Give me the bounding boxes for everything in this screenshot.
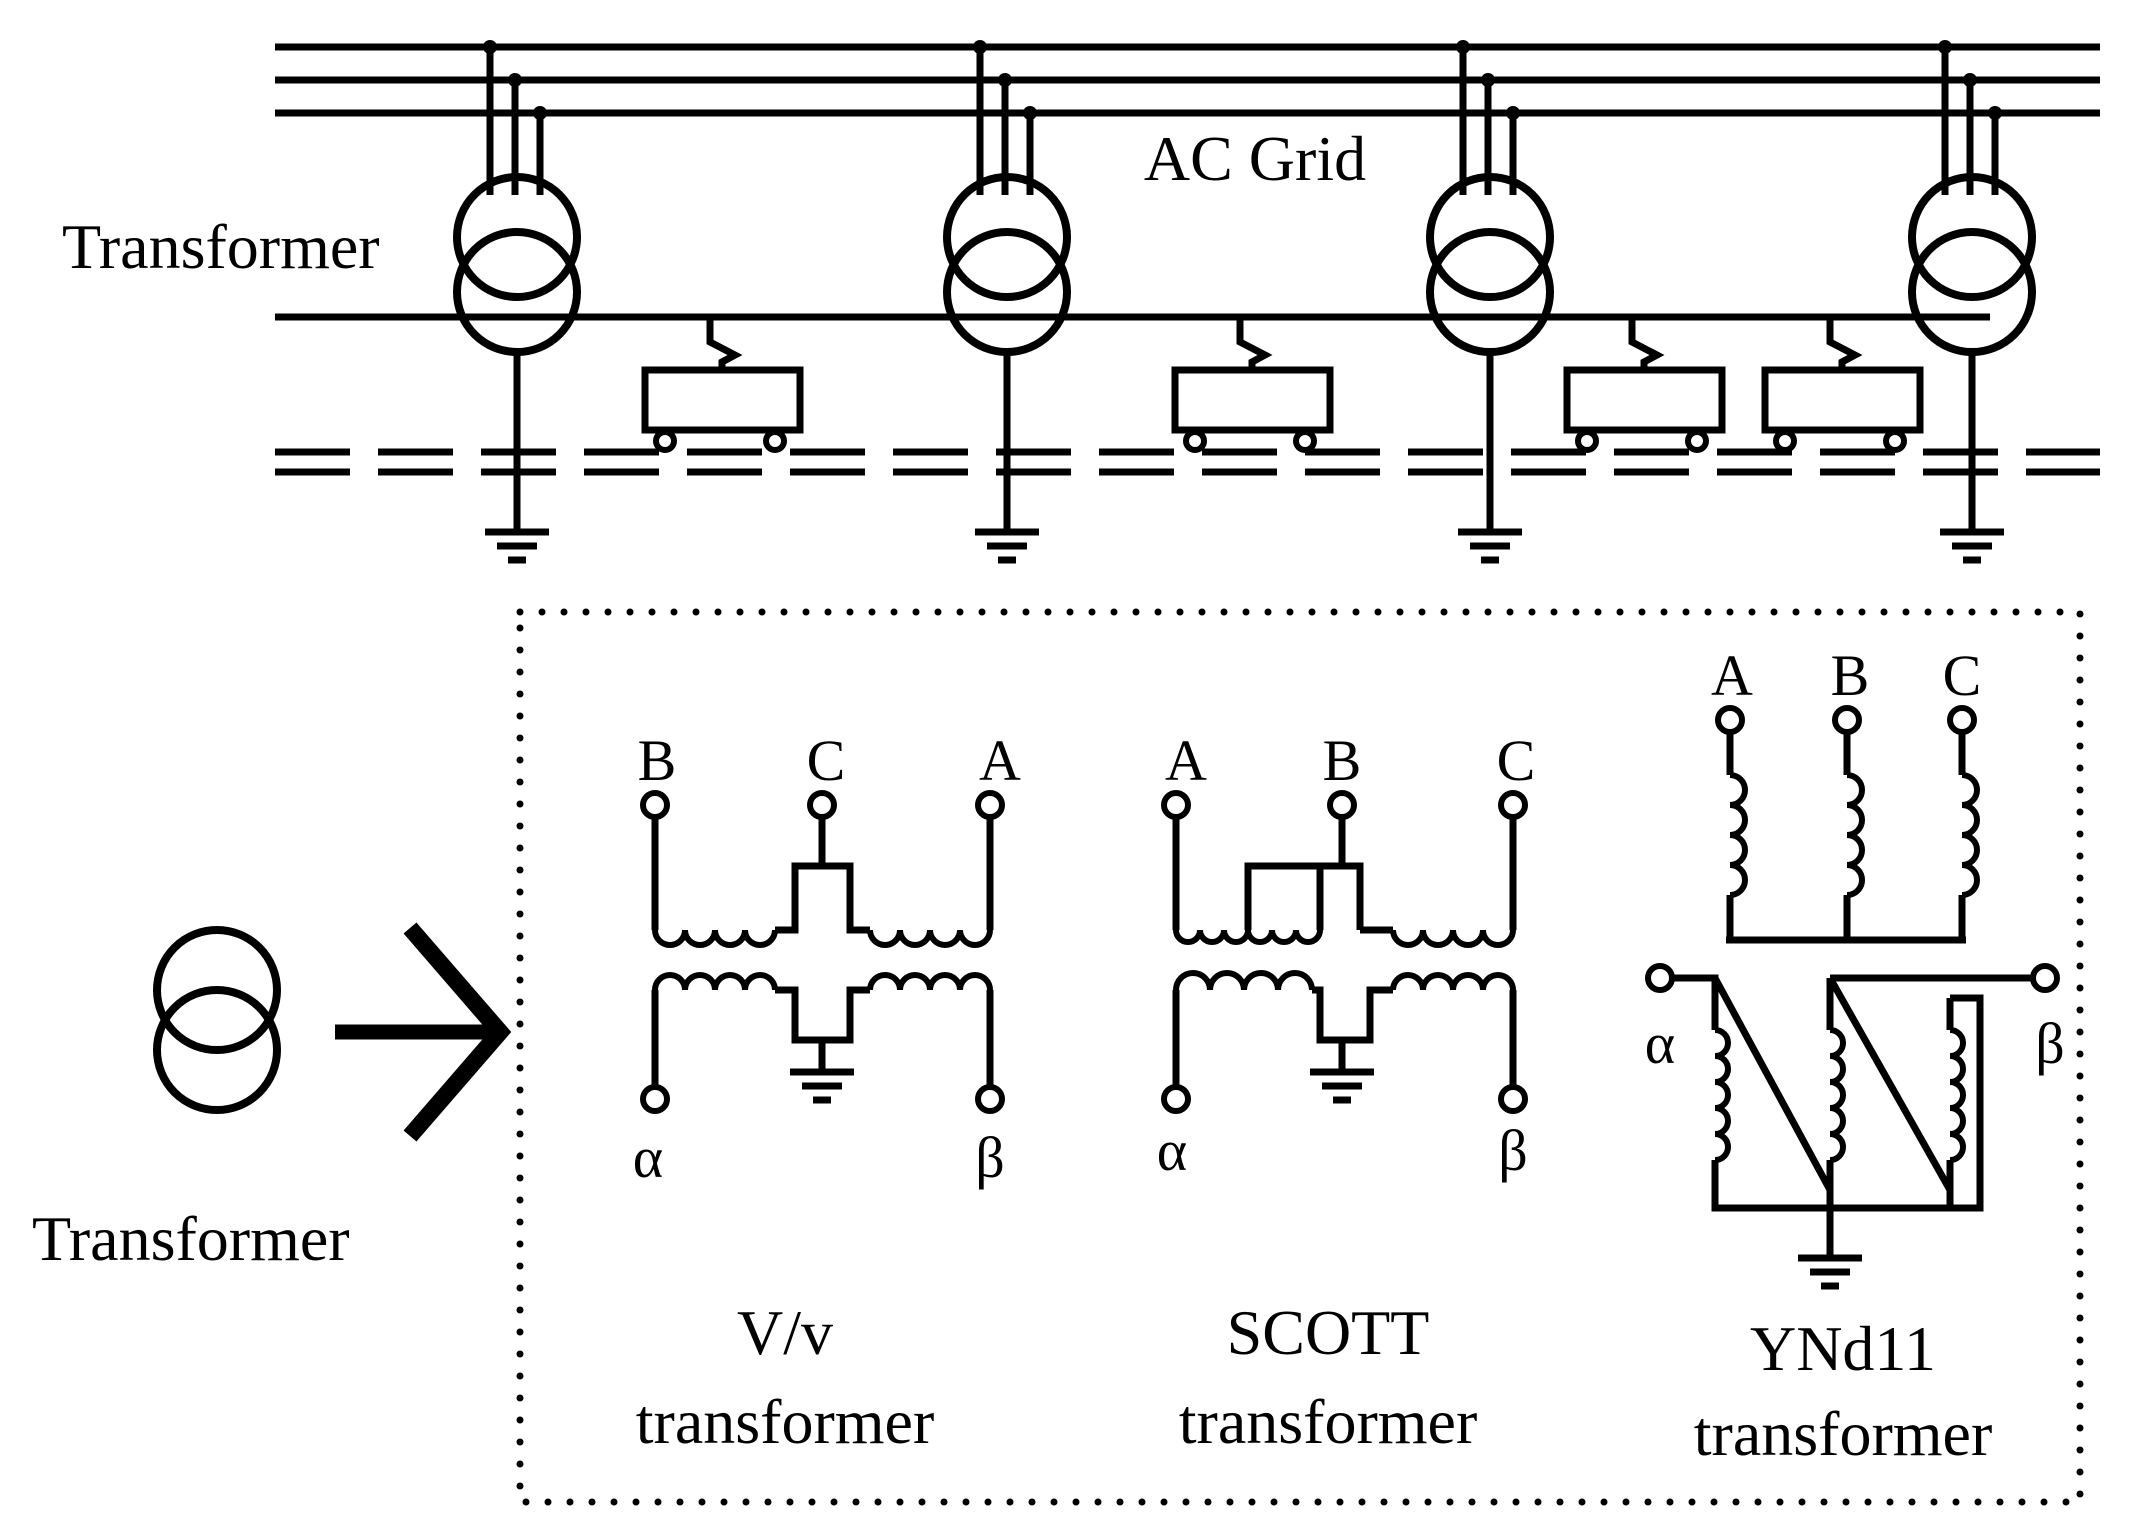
vv-terminal-c [807,790,837,820]
vv-label-a: A [979,728,1021,793]
scott-label-b: B [1323,728,1362,793]
vv-terminal-a [975,790,1005,820]
legend-transformer-label: Transformer [32,1203,350,1274]
vv-subtitle: transformer [636,1386,935,1457]
substation-transformer-label: Transformer [62,211,380,282]
vv-terminal-b [640,790,670,820]
scott-terminal-a [1161,790,1191,820]
vv-transformer [640,790,1005,1114]
legend-transformer-symbol [153,926,281,1114]
ynd11-terminal-b [1832,705,1862,735]
ynd11-subtitle: transformer [1694,1398,1993,1469]
ynd11-terminal-alpha [1645,963,1675,993]
scott-label-a: A [1165,728,1207,793]
vv-terminal-beta [975,1084,1005,1114]
train-2 [1171,317,1334,453]
vv-terminal-alpha [640,1084,670,1114]
ynd11-label-a: A [1711,643,1753,708]
scott-transformer [1161,790,1528,1114]
train-4 [1761,317,1924,453]
detail-frame [516,608,2084,1506]
arrow-icon [335,922,512,1142]
scott-label-alpha: α [1157,1118,1187,1183]
vv-label-alpha: α [633,1125,663,1190]
ynd11-label-c: C [1943,643,1982,708]
substation-transformer-3 [1426,40,1554,564]
substation-transformer-2 [943,40,1071,564]
vv-label-beta: β [975,1125,1005,1190]
scott-label-beta: β [1498,1118,1528,1183]
scott-subtitle: transformer [1179,1386,1478,1457]
ac-grid-label: AC Grid [1144,123,1366,194]
scott-terminal-alpha [1161,1084,1191,1114]
scott-label-c: C [1497,728,1536,793]
ac-grid-bus [275,43,2100,117]
scott-title: SCOTT [1227,1297,1430,1368]
ynd11-title: YNd11 [1750,1313,1936,1384]
train-1 [641,317,804,453]
ynd11-label-beta: β [2035,1011,2065,1076]
scott-terminal-beta [1498,1084,1528,1114]
scott-terminal-b [1327,790,1357,820]
train-3 [1563,317,1726,453]
vv-label-c: C [807,728,846,793]
ynd11-label-b: B [1831,643,1870,708]
ynd11-terminal-c [1947,705,1977,735]
vv-title: V/v [737,1297,833,1368]
substation-transformer-1 [453,40,581,564]
ynd11-label-alpha: α [1645,1011,1675,1076]
scott-terminal-c [1498,790,1528,820]
rails [275,448,2100,476]
ynd11-terminal-a [1715,705,1745,735]
vv-label-b: B [638,728,677,793]
ynd11-terminal-beta [2030,963,2060,993]
ynd11-transformer [1645,705,2060,1290]
substation-transformer-4 [1908,40,2036,564]
